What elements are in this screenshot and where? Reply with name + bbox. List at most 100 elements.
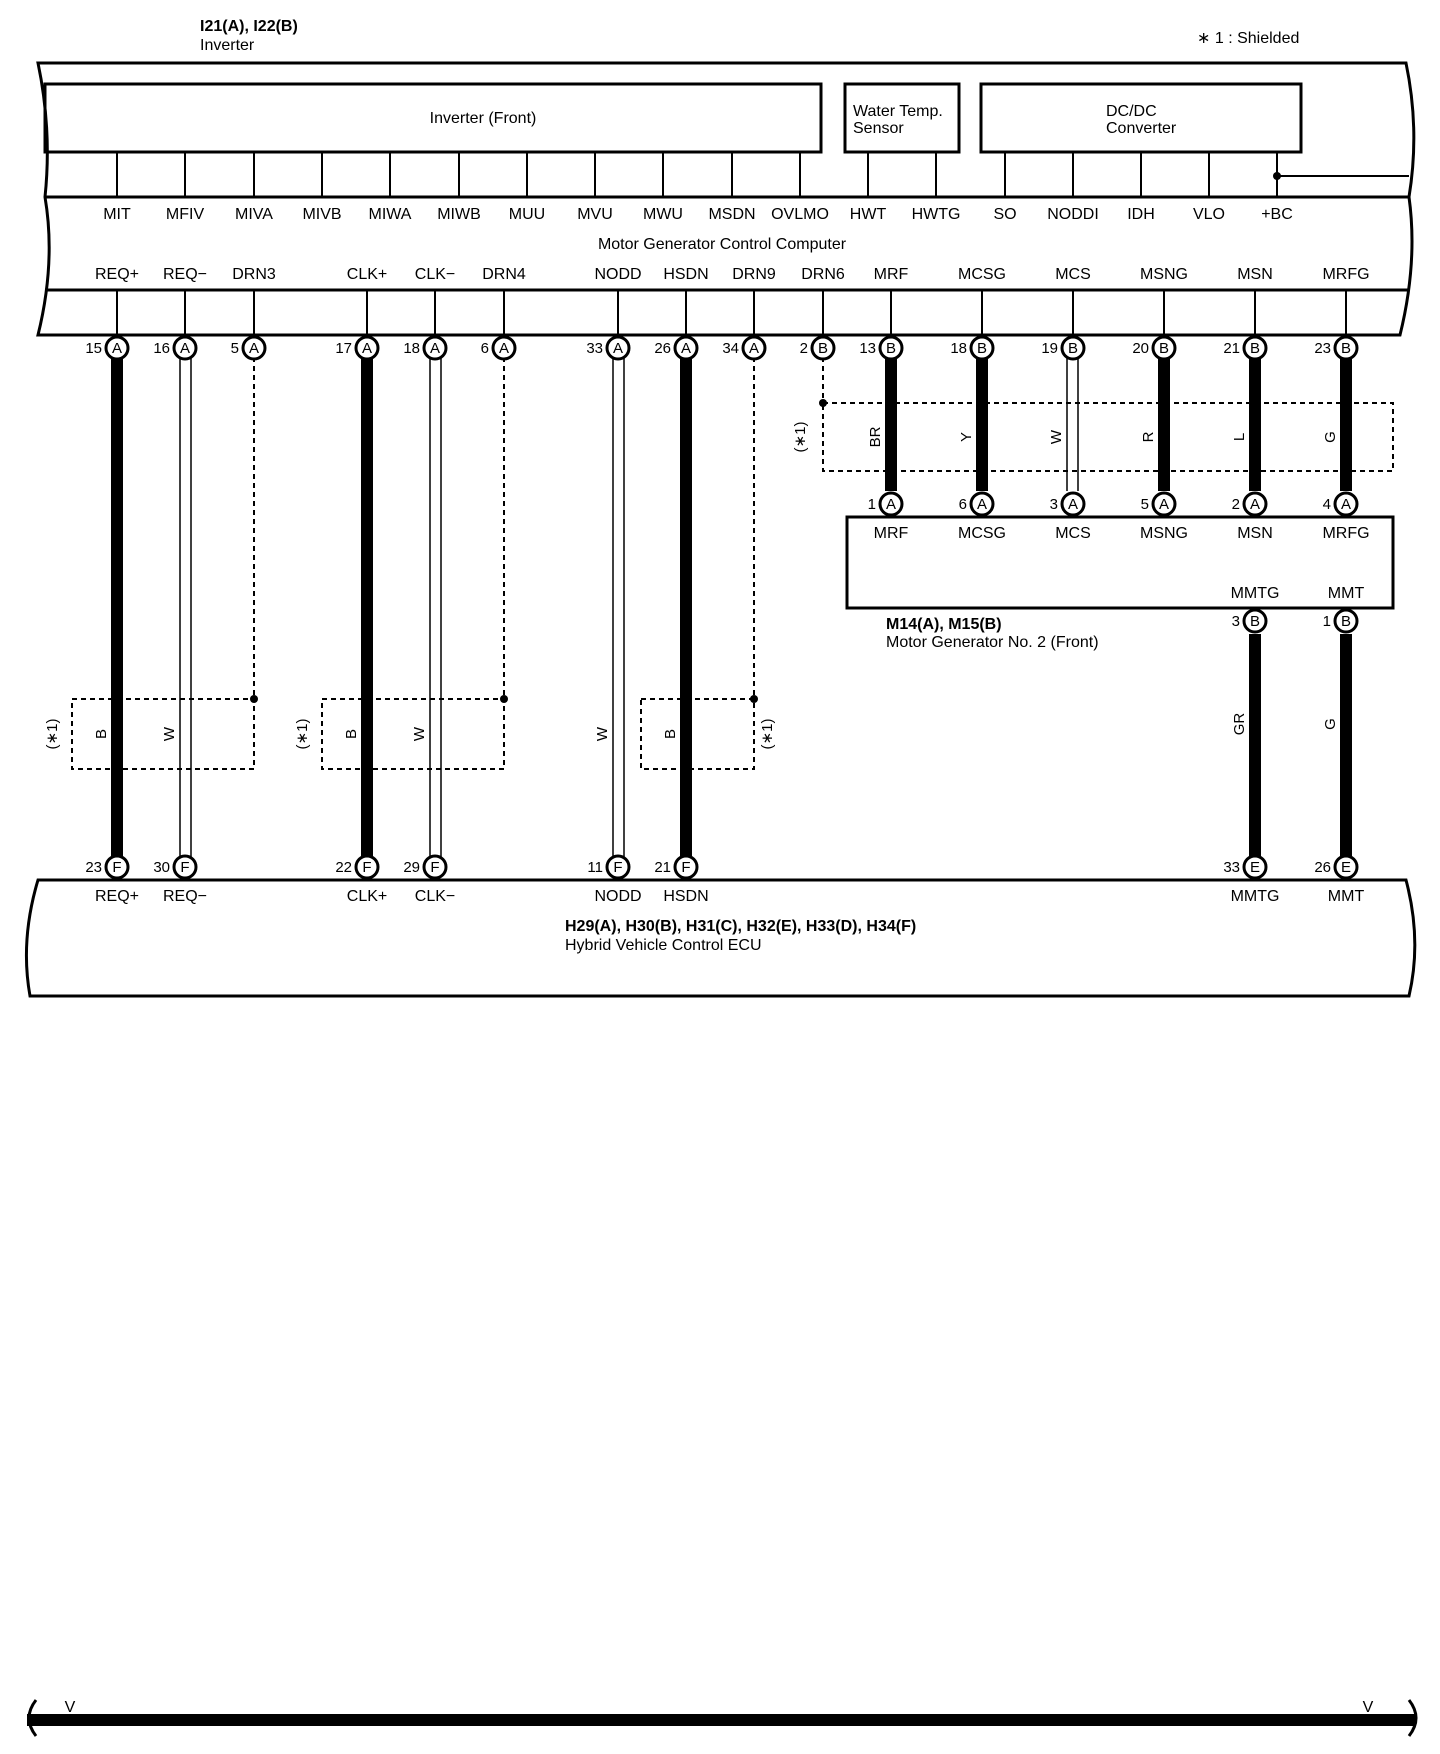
terminal-label: IDH	[1127, 206, 1155, 223]
pin-connector: B	[886, 340, 896, 357]
pin-connector: A	[362, 340, 372, 357]
terminal-label: VLO	[1193, 206, 1225, 223]
wire-color-label: W	[594, 726, 611, 741]
pin-number: 17	[335, 340, 352, 357]
terminal-label: MCS	[1055, 525, 1091, 542]
wires-to-ecu	[111, 348, 755, 866]
terminal-label: NODD	[594, 266, 641, 283]
inverter-front-label: Inverter (Front)	[430, 110, 537, 127]
pin-number: 16	[153, 340, 170, 357]
pin-number: 21	[654, 859, 671, 876]
wire-color-label: W	[161, 726, 178, 741]
pin-connector: A	[886, 496, 896, 513]
pin-number: 26	[654, 340, 671, 357]
shielded-legend: ∗ 1 : Shielded	[1197, 30, 1299, 47]
wire-color-label: B	[662, 729, 679, 739]
terminal-label: +BC	[1261, 206, 1293, 223]
bottom-bar: V V	[27, 1699, 1418, 1737]
terminal-label: HWT	[850, 206, 887, 223]
terminal-label: REQ+	[95, 888, 139, 905]
wire-color-label: R	[1140, 431, 1157, 442]
drain-junction-dot	[250, 695, 258, 703]
inverter-name: Inverter	[200, 37, 255, 54]
terminal-label: MVU	[577, 206, 613, 223]
terminal-label: DRN9	[732, 266, 776, 283]
terminal-label: MUU	[509, 206, 545, 223]
pin-connector: A	[681, 340, 691, 357]
terminal-label: MMT	[1328, 585, 1365, 602]
drain-junction-dot	[750, 695, 758, 703]
terminal-label: MIVA	[235, 206, 273, 223]
pin-number: 21	[1223, 340, 1240, 357]
terminal-label: MIWA	[369, 206, 412, 223]
inverter-connector-code: I21(A), I22(B)	[200, 18, 298, 35]
pin-number: 33	[586, 340, 603, 357]
terminal-label: MRF	[874, 525, 909, 542]
pin-connector: A	[1159, 496, 1169, 513]
shield-box-hsdn	[640, 698, 755, 770]
pin-number: 33	[1223, 859, 1240, 876]
pin-number: 29	[403, 859, 420, 876]
shield-label: (∗1)	[759, 719, 776, 750]
wire-color-label: L	[1231, 433, 1248, 441]
pin-number: 1	[868, 496, 876, 513]
pin-number: 18	[403, 340, 420, 357]
pin-connector: A	[613, 340, 623, 357]
terminal-label: DRN4	[482, 266, 526, 283]
pin-connector: A	[112, 340, 122, 357]
pin-number: 6	[959, 496, 967, 513]
pin-number: 19	[1041, 340, 1058, 357]
inverter-front-box	[43, 82, 823, 154]
pin: 33 E	[1223, 854, 1268, 880]
terminal-label: MIVB	[302, 206, 341, 223]
pin-number: 23	[85, 859, 102, 876]
drain-junction-dot	[500, 695, 508, 703]
terminal-label: REQ−	[163, 266, 207, 283]
terminal-label: MCS	[1055, 266, 1091, 283]
pin-connector: F	[613, 859, 622, 876]
pin-connector: B	[1341, 340, 1351, 357]
pin-connector: B	[1341, 613, 1351, 630]
terminal-label: CLK+	[347, 888, 387, 905]
terminal-label: MSNG	[1140, 525, 1188, 542]
pin: 17 A	[335, 335, 380, 361]
upper-wire-color-labels: BR Y W R L G	[867, 426, 1339, 447]
pin-connector: E	[1250, 859, 1260, 876]
terminal-label: DRN6	[801, 266, 845, 283]
pin-number: 26	[1314, 859, 1331, 876]
pin-number: 23	[1314, 340, 1331, 357]
lower-wire-color-labels: B W B W W B GR G	[93, 713, 1339, 742]
terminal-label: CLK−	[415, 266, 455, 283]
pin-connector: A	[977, 496, 987, 513]
pin-connector: A	[1068, 496, 1078, 513]
inverter-top-terminal-stubs	[116, 152, 1409, 197]
pin-connector: B	[977, 340, 987, 357]
pin-number: 2	[800, 340, 808, 357]
shield-label: (∗1)	[792, 422, 809, 453]
terminal-label: HWTG	[912, 206, 961, 223]
terminal-label: CLK−	[415, 888, 455, 905]
terminal-label: MRFG	[1322, 525, 1369, 542]
pin-connector: F	[430, 859, 439, 876]
terminal-label: MCSG	[958, 525, 1006, 542]
terminal-label: MRFG	[1322, 266, 1369, 283]
pin-number: 13	[859, 340, 876, 357]
bottom-bar-right-mark: V	[1363, 1699, 1374, 1716]
